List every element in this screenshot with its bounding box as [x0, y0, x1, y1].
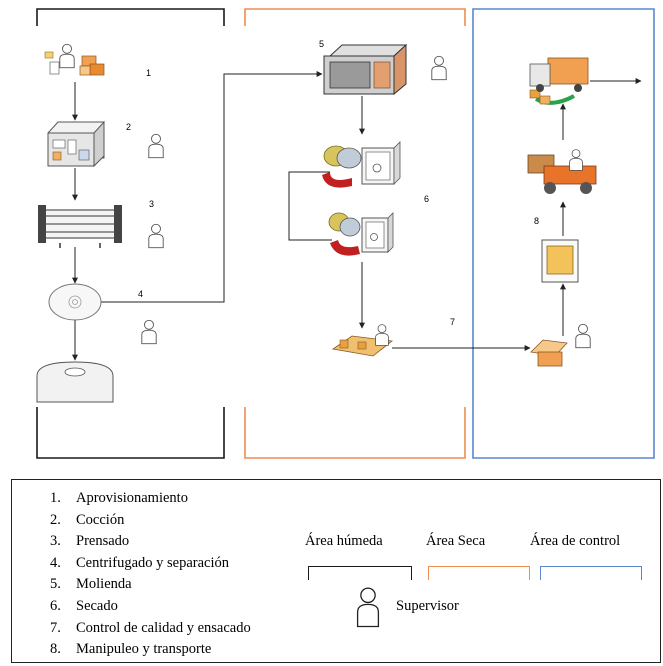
dry-area-label: Área Seca: [426, 533, 486, 549]
step-number-1: 1: [146, 68, 151, 78]
step-number-7: 7: [450, 317, 455, 327]
list-item: 6.Secado: [50, 597, 118, 614]
dry-area-frame: [244, 8, 466, 459]
step-number-2: 2: [126, 122, 131, 132]
list-item: 3.Prensado: [50, 533, 130, 550]
packing-icon: [530, 323, 591, 367]
dry-area-swatch: [428, 566, 530, 580]
supervisor-icon: [148, 223, 164, 249]
step-number-6: 6: [424, 194, 429, 204]
supervisor-icon: [356, 587, 380, 628]
list-item: 4.Centrifugado y separación: [50, 554, 230, 571]
list-item: 7.Control de calidad y ensacado: [50, 619, 251, 636]
wet-area-top-bracket: [36, 8, 225, 26]
legend: 1.Aprovisionamiento 2.Cocción 3.Prensado…: [11, 479, 661, 663]
step-number-3: 3: [149, 199, 154, 209]
control-area-label: Área de control: [530, 533, 621, 549]
wet-area-bottom-bracket: [36, 407, 225, 459]
wet-area-swatch: [308, 566, 412, 580]
forklift-icon: [527, 149, 597, 194]
supervisor-icon: [431, 55, 447, 81]
flow-connectors: [72, 71, 642, 361]
wet-area-frame: [36, 8, 225, 459]
silo-icon: [36, 361, 114, 403]
truck-icon: [529, 57, 589, 105]
supervisor-icon: [148, 133, 164, 159]
control-area-swatch: [540, 566, 642, 580]
step-number-8: 8: [534, 216, 539, 226]
dry-area-top-bracket: [244, 8, 466, 26]
list-item: 8.Manipuleo y transporte: [50, 641, 212, 658]
step-number-5: 5: [319, 39, 324, 49]
supervisor-label: Supervisor: [396, 598, 459, 614]
mill-icon: [323, 43, 408, 96]
inspection-bagging-icon: [331, 324, 393, 357]
process-diagram: 1 2 3 4 5 6 7 8: [36, 8, 655, 459]
press-icon: [38, 205, 122, 248]
dry-area-bottom-bracket: [244, 407, 466, 459]
list-item: 2.Cocción: [50, 511, 125, 528]
control-area-bracket: [472, 8, 655, 459]
wet-area-label: Área húmeda: [305, 533, 383, 549]
step-list: 1.Aprovisionamiento 2.Cocción 3.Prensado…: [50, 488, 251, 661]
cooking-unit-icon: [47, 120, 105, 168]
centrifuge-icon: [48, 283, 102, 321]
worker-icon: [44, 43, 105, 76]
dryer-icon: [328, 212, 394, 256]
dryer-icon: [322, 141, 401, 188]
control-area-frame: [472, 8, 655, 459]
list-item: 5.Molienda: [50, 576, 132, 593]
supervisor-icon: [141, 319, 157, 345]
step-number-4: 4: [138, 289, 143, 299]
list-item: 1.Aprovisionamiento: [50, 490, 188, 506]
oven-box-icon: [541, 239, 579, 283]
